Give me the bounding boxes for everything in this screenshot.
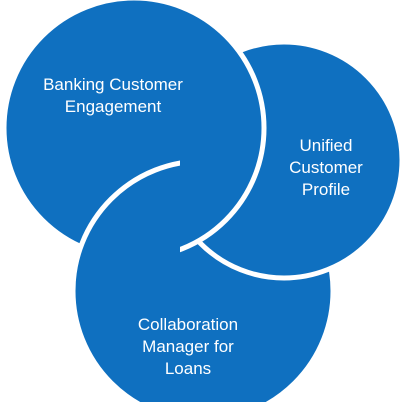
label-line: Collaboration [138,315,238,334]
label-line: Manager for [142,337,234,356]
label-line: Unified [300,136,353,155]
label-line: Engagement [65,97,162,116]
label-line: Customer [289,158,363,177]
label-line: Profile [302,180,350,199]
label-line: Banking Customer [43,75,183,94]
label-line: Loans [165,359,211,378]
circle-overlap-segment [70,160,180,280]
